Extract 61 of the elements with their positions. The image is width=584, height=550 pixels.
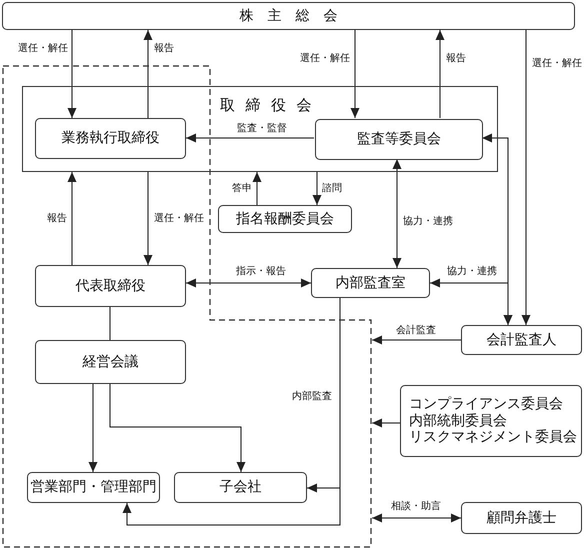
process-box bbox=[35, 265, 186, 307]
edge-label: 報告 bbox=[446, 53, 466, 65]
arrow bbox=[68, 172, 76, 266]
arrow bbox=[392, 158, 402, 268]
node-text: リスクマネジメント委員会 bbox=[409, 429, 577, 446]
node-text: 子会社 bbox=[220, 479, 262, 496]
process-box bbox=[315, 119, 483, 160]
arrow bbox=[522, 30, 530, 326]
board-box bbox=[22, 86, 498, 172]
arrow bbox=[350, 30, 360, 118]
process-box bbox=[461, 325, 582, 355]
arrow bbox=[372, 514, 462, 522]
edge-label: 選任・解任 bbox=[300, 53, 350, 65]
edge-label: 協力・連携 bbox=[447, 266, 497, 278]
node-text: 指名報酬委員会 bbox=[236, 210, 334, 228]
node-text: 監査等委員会 bbox=[357, 131, 441, 148]
edge-label: 答申 bbox=[232, 183, 252, 195]
node-text: 営業部門・管理部門 bbox=[30, 479, 156, 496]
arrow bbox=[436, 30, 444, 118]
arrow bbox=[88, 384, 98, 472]
arrow bbox=[252, 172, 262, 206]
edge-label: 内部監査 bbox=[292, 391, 332, 403]
node-text: 顧問弁護士 bbox=[486, 510, 556, 526]
node-text: 経営会議 bbox=[82, 354, 138, 370]
arrow bbox=[372, 418, 400, 428]
process-box bbox=[35, 340, 186, 384]
process-box bbox=[400, 385, 582, 457]
process-box bbox=[27, 472, 160, 503]
arrow bbox=[186, 134, 314, 142]
node-text: 業務執行取締役 bbox=[62, 130, 160, 147]
node-text: 会計監査人 bbox=[486, 332, 556, 348]
arrow bbox=[372, 336, 462, 344]
process-box bbox=[218, 205, 352, 233]
arrow bbox=[68, 30, 76, 118]
edge-label: 会計監査 bbox=[396, 325, 436, 337]
edge-label: 報告 bbox=[47, 213, 67, 225]
arrow bbox=[144, 172, 152, 266]
process-box bbox=[174, 472, 307, 503]
edge-label: 選任・解任 bbox=[532, 58, 582, 70]
process-box bbox=[311, 268, 430, 298]
arrow bbox=[430, 278, 512, 326]
process-box bbox=[35, 118, 186, 159]
edge-label: 選任・解任 bbox=[18, 43, 68, 55]
arrow bbox=[144, 30, 152, 118]
edge-label: 諮問 bbox=[322, 183, 342, 195]
edge-label: 選任・解任 bbox=[154, 213, 204, 225]
arrow bbox=[186, 278, 312, 288]
node-text: 内部監査室 bbox=[336, 274, 406, 292]
node-text: コンプライアンス委員会 bbox=[409, 396, 563, 413]
meeting-box bbox=[2, 2, 575, 30]
edge-label: 協力・連携 bbox=[403, 216, 453, 228]
node-text: 内部統制委員会 bbox=[409, 412, 507, 430]
edge-label: 相談・助言 bbox=[391, 501, 441, 513]
process-box bbox=[461, 502, 582, 534]
edge-label: 指示・報告 bbox=[236, 266, 286, 278]
edge-label: 報告 bbox=[154, 43, 174, 55]
arrow bbox=[110, 384, 246, 472]
edge-label: 監査・監督 bbox=[237, 123, 287, 135]
node-text: 株主総会 bbox=[238, 8, 352, 24]
arrow bbox=[312, 172, 322, 206]
node-text: 代表取締役 bbox=[76, 278, 146, 294]
